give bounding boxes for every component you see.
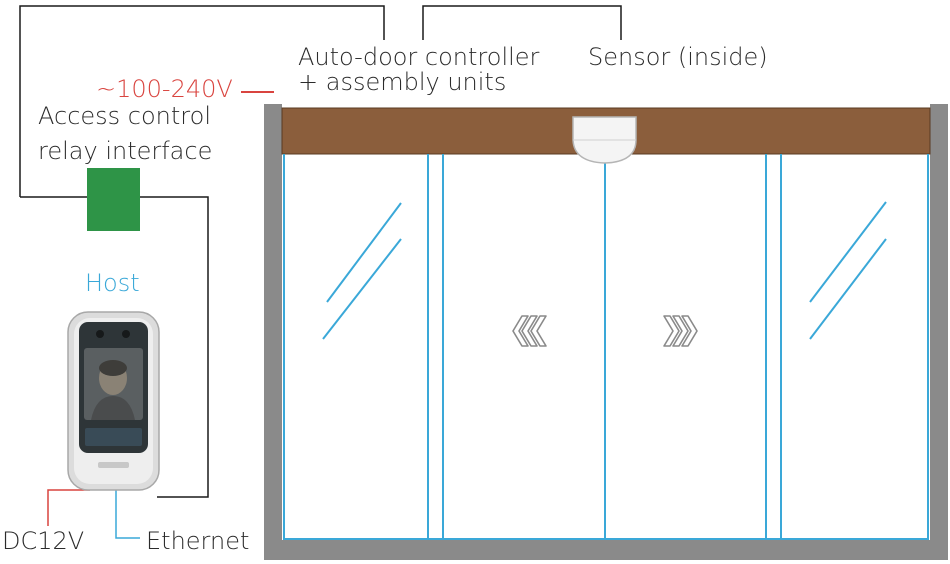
assembly-units-label: + assembly units xyxy=(298,68,507,96)
sensor-label: Sensor (inside) xyxy=(588,43,768,71)
control-wires xyxy=(19,5,622,498)
mains-voltage-label: ~100-240V xyxy=(96,75,233,103)
glass-panels xyxy=(283,154,929,540)
auto-door-controller-label: Auto-door controller xyxy=(298,43,540,71)
double-chevron-left-icon xyxy=(512,315,547,347)
host-label: Host xyxy=(85,269,140,297)
relay-interface-box xyxy=(87,168,140,231)
relay-interface-label: relay interface xyxy=(38,137,213,165)
access-control-label: Access control xyxy=(38,102,211,130)
face-recognition-terminal-icon xyxy=(67,311,160,491)
ethernet-wire xyxy=(115,490,140,539)
ethernet-label: Ethernet xyxy=(146,527,250,555)
door-assembly xyxy=(264,104,948,560)
double-chevron-right-icon xyxy=(663,315,698,347)
dc12v-wire xyxy=(47,489,90,526)
glass-reflections xyxy=(322,201,887,340)
ceiling-sensor-icon xyxy=(572,116,637,164)
dc12v-label: DC12V xyxy=(2,527,85,555)
